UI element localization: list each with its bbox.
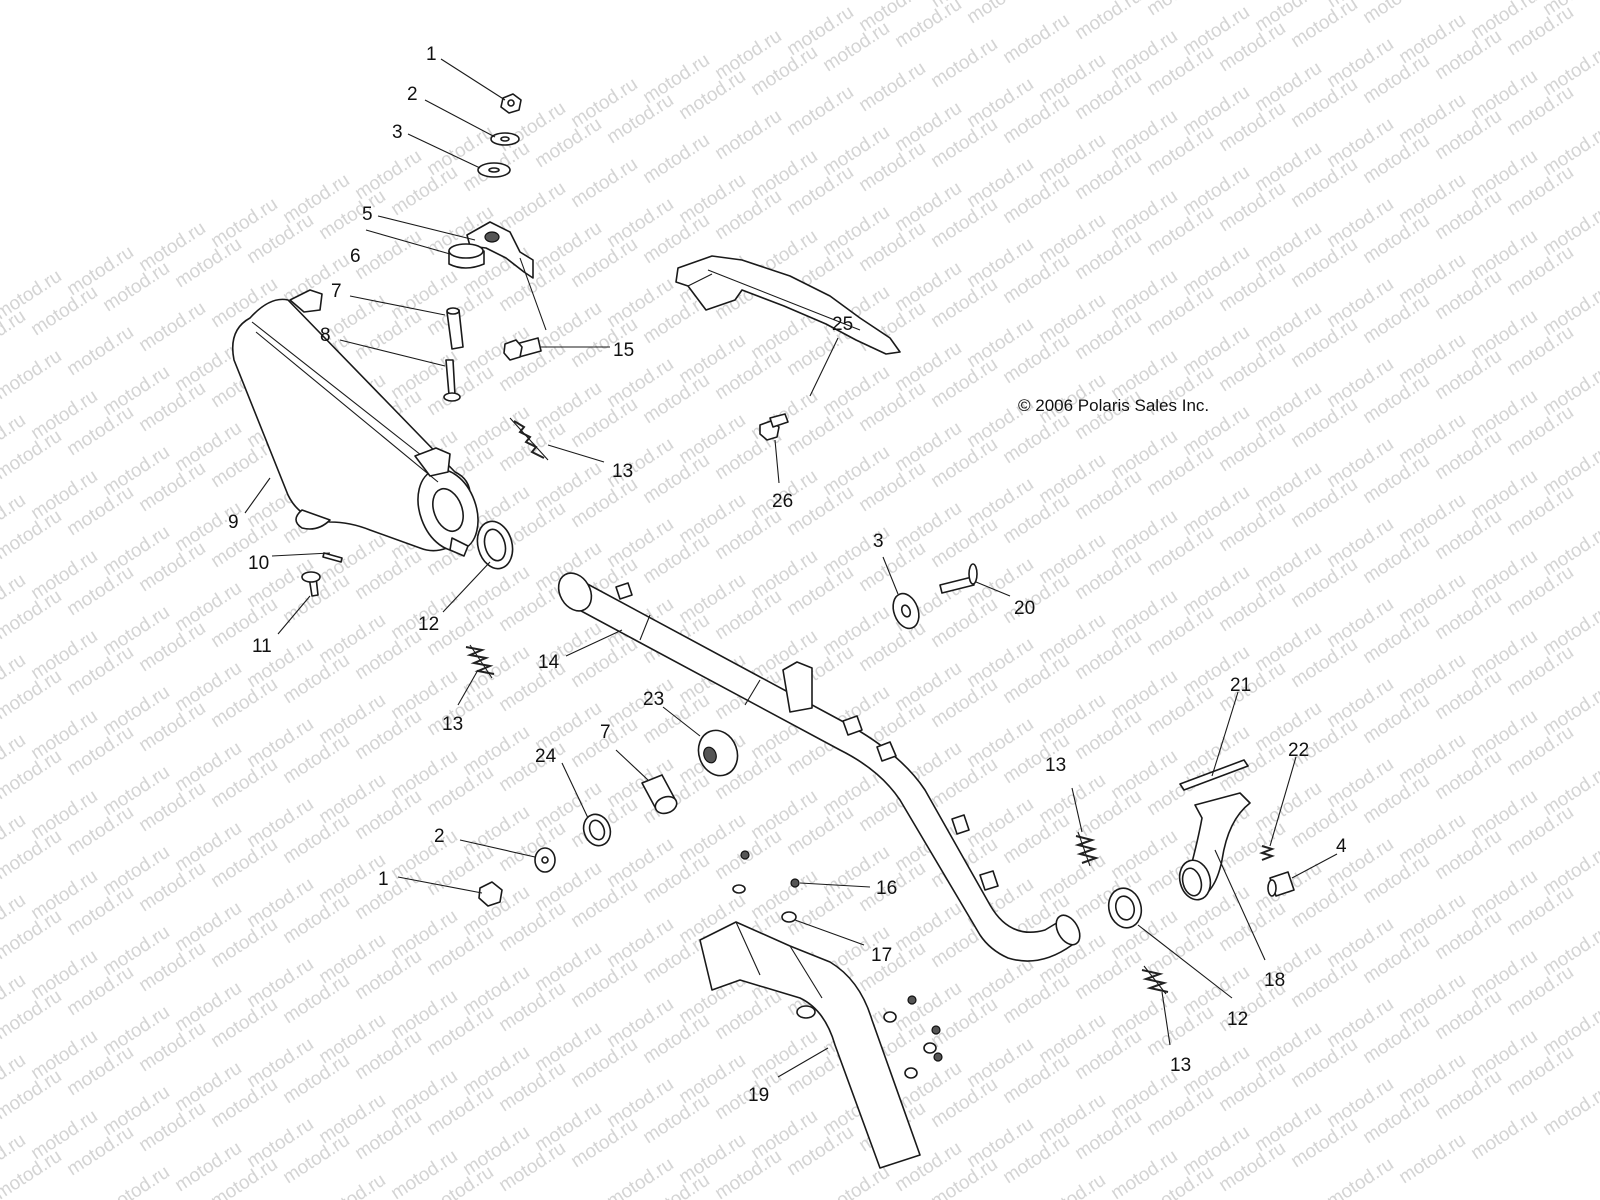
part-11-screw	[301, 571, 321, 597]
callout-24: 24	[535, 746, 557, 767]
watermark-text: motod.ru	[315, 1170, 389, 1200]
watermark-text: motod.ru	[711, 106, 785, 164]
part-2-washer-lower	[534, 847, 556, 873]
callout-4: 4	[1336, 836, 1347, 857]
callout-21: 21	[1230, 675, 1251, 696]
callout-10: 10	[248, 553, 269, 574]
callout-15: 15	[613, 340, 634, 361]
callout-13-d: 13	[1170, 1055, 1191, 1076]
watermark-text: motod.ru	[855, 58, 929, 116]
watermark-text: motod.ru	[495, 178, 569, 236]
callout-17: 17	[871, 945, 892, 966]
callout-12: 12	[418, 614, 439, 635]
callout-18: 18	[1264, 970, 1285, 991]
watermark-text: motod.ru	[1035, 1170, 1109, 1200]
part-2-washer-upper	[490, 132, 520, 146]
callout-7-lower: 7	[600, 722, 611, 743]
callout-9: 9	[228, 512, 239, 533]
watermark-text: motod.ru	[351, 226, 425, 284]
callout-13-b: 13	[442, 714, 463, 735]
callout-1-lower: 1	[378, 869, 389, 890]
watermark-text: motod.ru	[567, 154, 641, 212]
callout-22: 22	[1288, 740, 1309, 761]
callout-3: 3	[392, 122, 403, 143]
watermark-text: motod.ru	[135, 298, 209, 356]
watermark-text: motod.ru	[0, 346, 66, 404]
callout-14: 14	[538, 652, 560, 673]
callout-19: 19	[748, 1085, 769, 1106]
watermark-text: motod.ru	[1323, 1154, 1397, 1200]
watermark-text: motod.ru	[1071, 0, 1145, 44]
callout-7: 7	[331, 281, 342, 302]
callout-13: 13	[612, 461, 633, 482]
watermark-text: motod.ru	[1359, 0, 1433, 28]
watermark-text: motod.ru	[639, 130, 713, 188]
watermark-text: motod.ru	[1395, 1130, 1469, 1188]
callout-3-lower: 3	[873, 531, 884, 552]
watermark-text: motod.ru	[1431, 0, 1505, 4]
callout-25: 25	[832, 314, 853, 335]
callout-6: 6	[350, 246, 361, 267]
callout-23: 23	[643, 689, 664, 710]
watermark-text: motod.ru	[1035, 0, 1109, 4]
watermark-text: motod.ru	[99, 1162, 173, 1200]
callout-11: 11	[252, 636, 272, 657]
callout-13-c: 13	[1045, 755, 1066, 776]
callout-8: 8	[320, 325, 331, 346]
callout-2: 2	[407, 84, 418, 105]
callout-2-lower: 2	[434, 826, 445, 847]
callout-20: 20	[1014, 598, 1035, 619]
watermark-text: motod.ru	[1467, 1106, 1541, 1164]
part-3-washer-upper	[477, 162, 511, 178]
callout-1: 1	[426, 44, 437, 65]
copyright-text: © 2006 Polaris Sales Inc.	[1018, 396, 1209, 415]
part-1-nut-upper	[500, 93, 522, 114]
watermark-text: motod.ru	[999, 10, 1073, 68]
callout-26: 26	[772, 491, 793, 512]
callout-12-lower: 12	[1227, 1009, 1248, 1030]
part-6-grommet	[448, 243, 485, 269]
watermark-text: motod.ru	[0, 306, 30, 364]
watermark-text: motod.ru	[963, 0, 1037, 28]
watermark-text: motod.ru	[927, 34, 1001, 92]
callout-16: 16	[876, 878, 897, 899]
callout-5: 5	[362, 204, 373, 225]
watermark-text: motod.ru	[783, 82, 857, 140]
watermark-text: motod.ru	[63, 322, 137, 380]
watermark-text: motod.ru	[1143, 0, 1217, 20]
part-1-nut-lower	[478, 881, 503, 907]
watermark-text: motod.ru	[1539, 1082, 1600, 1140]
